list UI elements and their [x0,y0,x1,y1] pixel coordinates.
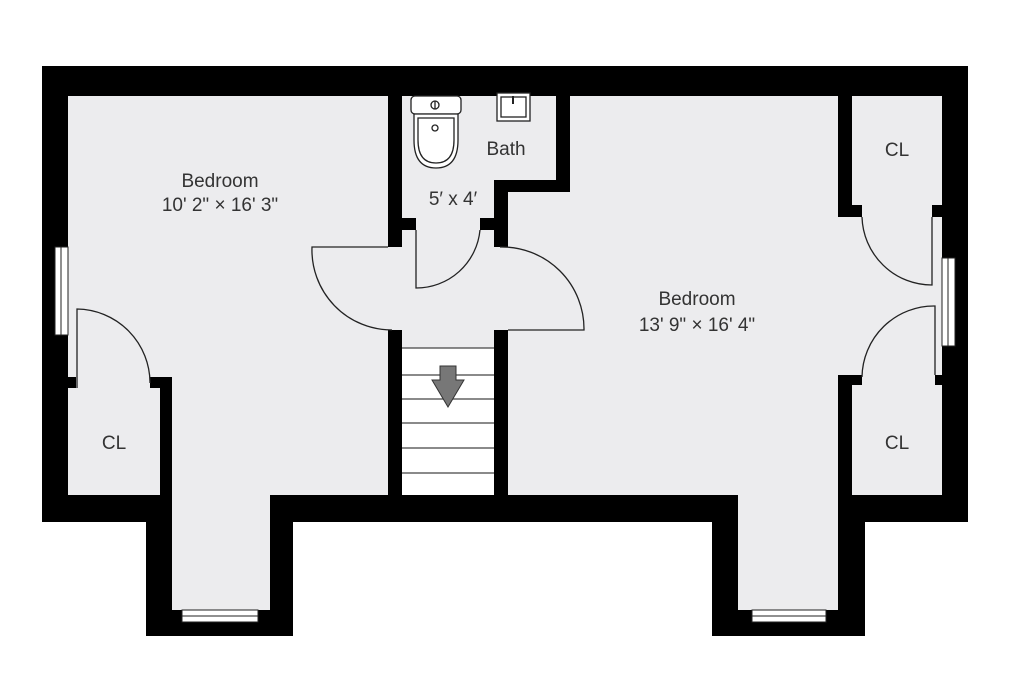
room-name: Bath [486,139,525,160]
closet-door-right-top [861,216,933,286]
toilet-icon [410,95,462,169]
arrow-down-icon [431,365,465,408]
room-size: 5′ x 4′ [429,189,478,210]
bedroom-door-left [311,246,393,331]
windows [54,246,956,623]
room-name: Bedroom [181,171,258,192]
bedroom-door-right [499,246,585,331]
closet-door-right-bottom [861,305,936,378]
closet-label: CL [885,140,909,161]
closet-door-left [76,308,151,388]
sink-icon [496,92,531,122]
doors [76,216,936,388]
closet-label: CL [102,433,126,454]
bath-door [415,229,481,289]
closet-label: CL [885,433,909,454]
interior-walls [68,66,942,500]
room-size: 10' 2" × 16' 3" [162,195,278,216]
room-name: Bedroom [658,289,735,310]
stairs [402,347,494,495]
room-size: 13' 9" × 16' 4" [639,315,755,336]
